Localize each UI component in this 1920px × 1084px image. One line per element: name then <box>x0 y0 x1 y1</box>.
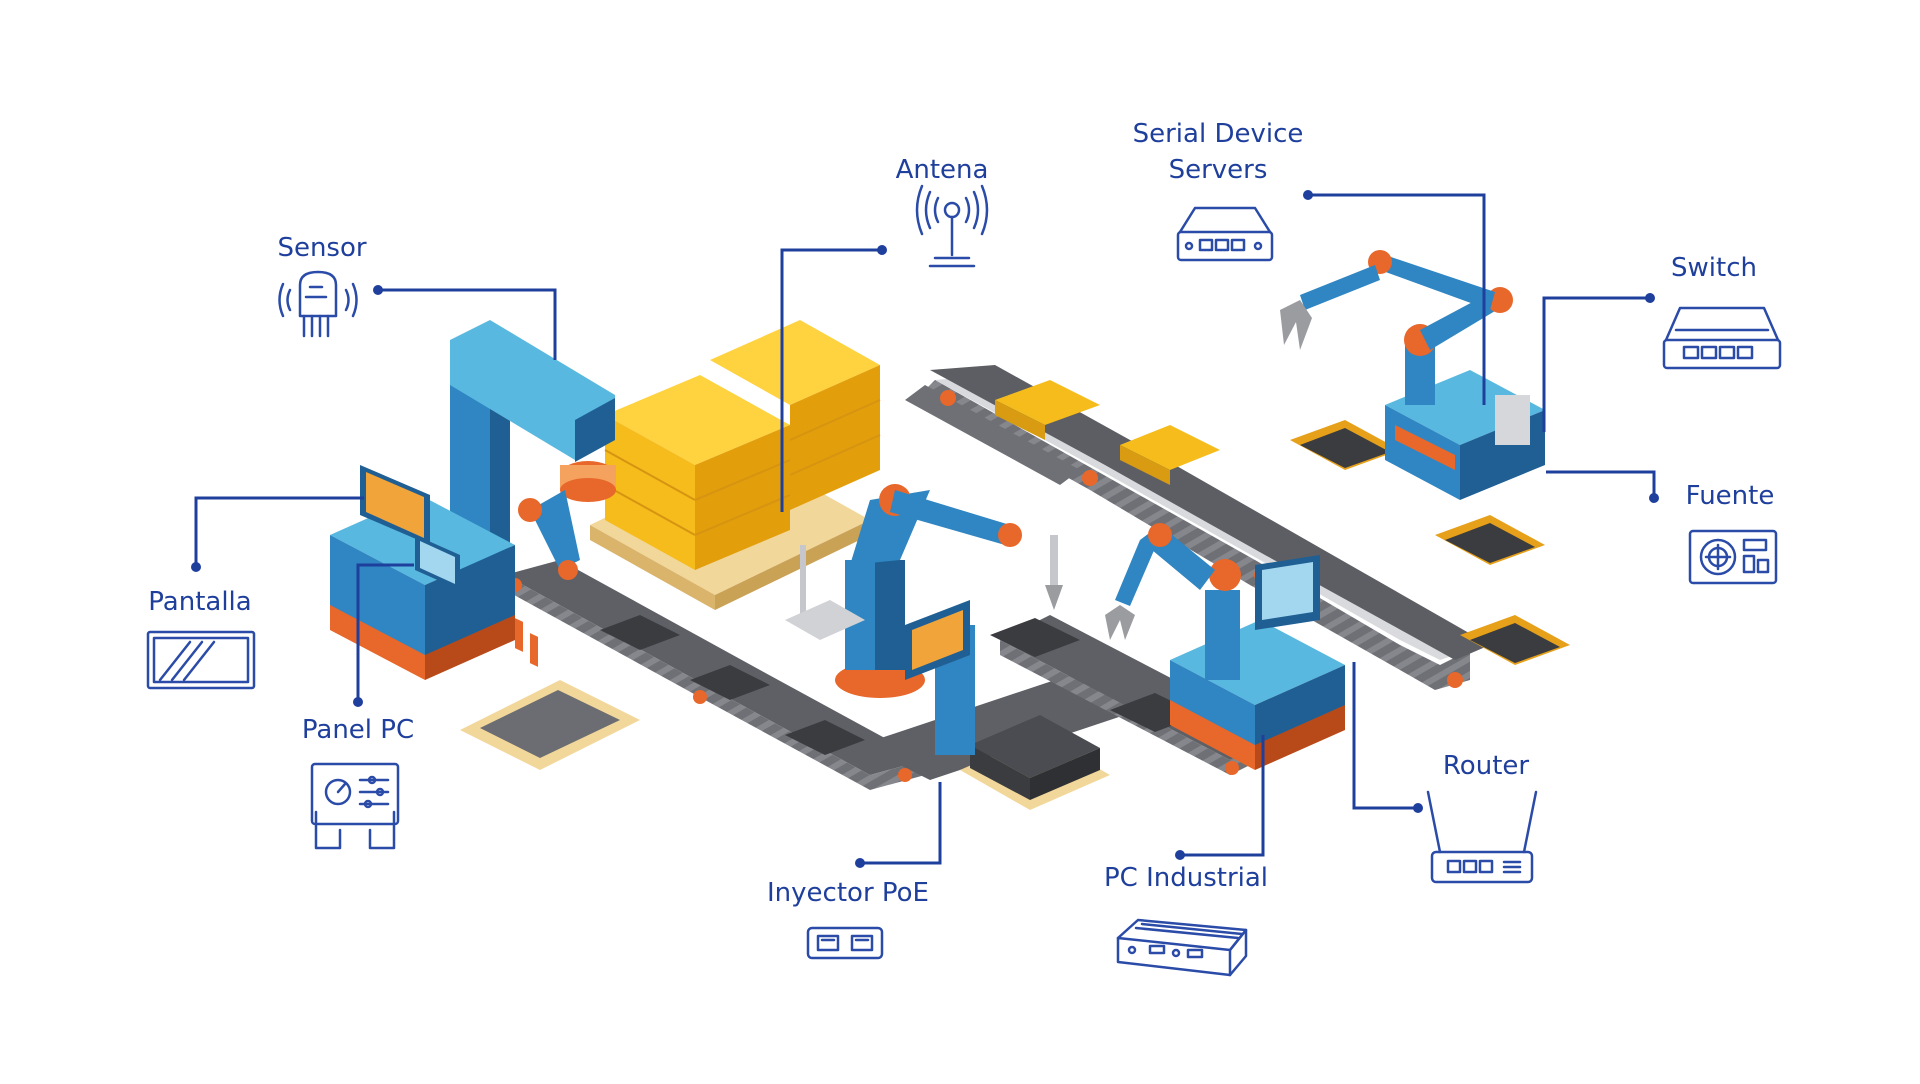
fuente-connector <box>1546 470 1656 498</box>
right-lower-robot <box>1105 523 1345 770</box>
serial-server-icon <box>1176 206 1274 262</box>
antenna-icon <box>915 184 989 268</box>
antena-connector <box>780 248 882 512</box>
label-antena: Antena <box>895 155 989 185</box>
label-serial-device-servers: Serial Device Servers <box>1133 116 1304 188</box>
switch-icon <box>1662 306 1782 370</box>
left-gantry-machine <box>330 320 616 680</box>
poe-injector-icon <box>806 926 884 960</box>
monitor-icon <box>146 630 256 690</box>
label-serial-line1: Serial Device <box>1132 119 1304 149</box>
label-router: Router <box>1442 751 1530 781</box>
sensor-connector <box>378 288 557 360</box>
serial-connector <box>1308 193 1486 405</box>
switch-connector <box>1542 296 1650 432</box>
label-serial-line2: Servers <box>1168 155 1268 185</box>
center-robot <box>785 484 1063 755</box>
label-panel-pc: Panel PC <box>301 715 415 745</box>
label-pc-industrial: PC Industrial <box>1103 863 1269 893</box>
label-pantalla: Pantalla <box>148 587 252 617</box>
label-inyector-poe: Inyector PoE <box>767 878 929 908</box>
pantalla-connector <box>194 496 364 567</box>
industrial-pc-icon <box>1116 918 1248 977</box>
poe-connector <box>860 782 942 865</box>
label-fuente: Fuente <box>1685 481 1775 511</box>
conveyor-belts <box>505 365 1490 790</box>
upper-right-robot <box>1280 250 1545 500</box>
label-sensor: Sensor <box>277 233 367 263</box>
panel-pc-icon <box>310 762 400 850</box>
panel-pc-connector <box>356 563 414 702</box>
router-icon <box>1426 790 1538 884</box>
router-connector <box>1352 662 1418 810</box>
belt-items <box>600 380 1570 755</box>
connector-lines <box>194 193 1656 865</box>
connector-dots <box>191 190 1659 868</box>
label-switch: Switch <box>1671 253 1757 283</box>
sensor-icon <box>278 270 358 338</box>
power-supply-icon <box>1688 529 1778 585</box>
pallet-boxes <box>460 320 1110 810</box>
pc-industrial-connector <box>1180 735 1265 857</box>
